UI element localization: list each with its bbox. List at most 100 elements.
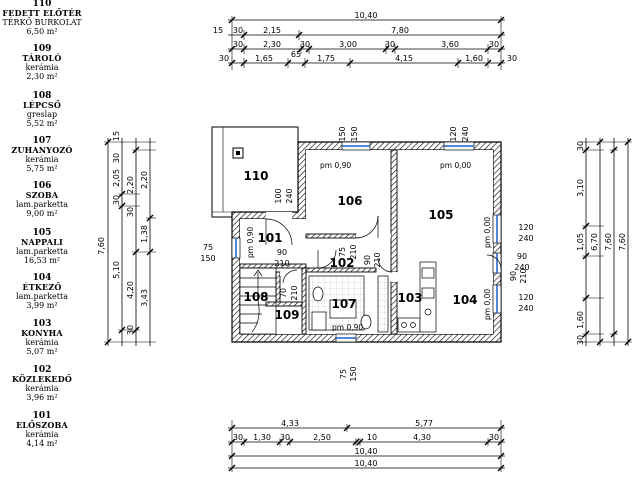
dim-left-30a: 30 bbox=[112, 195, 121, 205]
dim-left-1-38: 1,38 bbox=[140, 225, 149, 243]
legend-room-105: 105 NAPPALI lam.parketta 16,53 m² bbox=[16, 228, 68, 266]
dim-r2-a: 30 bbox=[233, 40, 243, 49]
dim-b2-g: 30 bbox=[489, 433, 499, 442]
dim-right-30b: 30 bbox=[576, 335, 585, 345]
east-door-h: 90 bbox=[517, 252, 527, 261]
dim-top-7-80: 7,80 bbox=[391, 26, 409, 35]
left-dimension-lines bbox=[104, 138, 156, 346]
dim-r3-d: 1,75 bbox=[317, 54, 335, 63]
dim-b2-c: 30 bbox=[280, 433, 290, 442]
door-109-h: 210 bbox=[290, 285, 299, 300]
entry-door-h: 240 bbox=[285, 188, 294, 203]
kitchen-fixtures bbox=[377, 261, 437, 333]
legend-room-109: 109 TÁROLÓ kerámia 2,30 m² bbox=[22, 44, 62, 82]
dim-left-30d: 30 bbox=[126, 207, 135, 217]
legend-room-108: 108 LÉPCSŐ greslap 5,52 m² bbox=[22, 91, 62, 129]
door-106-w: 90 bbox=[363, 255, 372, 265]
dim-left-3-43: 3,43 bbox=[140, 289, 149, 307]
legend-room-110: 110 FEDETT ELŐTÉR TÉRKŐ BURKOLAT 6,50 m² bbox=[2, 0, 82, 36]
dim-r2-c: 30 bbox=[300, 40, 310, 49]
opening-annotations: 150 150 120 240 120 240 90 240 120 240 7… bbox=[200, 126, 533, 381]
window-height-150: 150 bbox=[338, 126, 347, 141]
door-101-w: 90 bbox=[277, 248, 287, 257]
west-window-h: 75 bbox=[203, 243, 213, 252]
door-102-h: 210 bbox=[349, 244, 358, 259]
dim-right-7-60a: 7,60 bbox=[604, 233, 613, 251]
plan-room-108: 108 bbox=[243, 290, 268, 304]
dim-r2-b: 2,30 bbox=[263, 40, 281, 49]
dim-right-1-60: 1,60 bbox=[576, 311, 585, 329]
legend-room-107: 107 ZUHANYOZÓ kerámia 5,75 m² bbox=[11, 136, 73, 174]
legend-room-106: 106 SZOBA lam.parketta 9,00 m² bbox=[16, 181, 68, 219]
window-width-240: 240 bbox=[461, 126, 470, 141]
window-width-150: 150 bbox=[350, 126, 359, 141]
dim-b3-total: 10,40 bbox=[355, 447, 378, 456]
east-window-2-h: 120 bbox=[518, 293, 533, 302]
east-window-1-h: 120 bbox=[518, 223, 533, 232]
dim-r2-e: 30 bbox=[385, 40, 395, 49]
level-marks: pm 0,90 pm 0,00 pm 0,90 pm 0,00 pm 0,00 … bbox=[246, 161, 492, 332]
level-101-vertical: pm 0,90 bbox=[246, 227, 255, 258]
dim-right-7-60b: 7,60 bbox=[618, 233, 627, 251]
dim-bottom-4-33: 4,33 bbox=[281, 419, 299, 428]
plan-room-105: 105 bbox=[428, 208, 453, 222]
plan-room-103: 103 bbox=[397, 291, 422, 305]
east-window-2-w: 240 bbox=[518, 304, 533, 313]
top-dimension-lines bbox=[228, 16, 505, 70]
dim-left-5-10: 5,10 bbox=[112, 261, 121, 279]
dim-r3-f: 1,60 bbox=[465, 54, 483, 63]
door-109-w: 70 bbox=[279, 288, 288, 298]
plan-room-106: 106 bbox=[337, 194, 362, 208]
right-dimension-text: 3,10 1,05 1,60 30 30 6,70 7,60 7,60 bbox=[576, 141, 627, 345]
dim-right-30a: 30 bbox=[576, 141, 585, 151]
legend-room-102: 102 KÖZLEKEDŐ kerámia 3,96 m² bbox=[11, 365, 73, 403]
dim-r2-f: 3,60 bbox=[441, 40, 459, 49]
dim-b2-e: 10 bbox=[367, 433, 377, 442]
legend-room-104: 104 ÉTKEZŐ lam.parketta 3,99 m² bbox=[16, 273, 68, 311]
entry-door-w: 100 bbox=[274, 188, 283, 203]
door-105-w: 90 bbox=[509, 271, 518, 281]
left-dimension-text: 7,60 5,10 30 2,05 30 4,20 2,20 30 15 30 … bbox=[97, 131, 149, 335]
dim-b2-b: 1,30 bbox=[253, 433, 271, 442]
dim-r3-b: 1,65 bbox=[255, 54, 273, 63]
dim-r3-c: 65 bbox=[291, 50, 301, 59]
west-window-w: 150 bbox=[200, 254, 215, 263]
level-104-vertical: pm 0,00 bbox=[483, 289, 492, 320]
right-dimension-lines bbox=[580, 138, 632, 346]
plan-room-109: 109 bbox=[274, 308, 299, 322]
dim-r2-d: 3,00 bbox=[339, 40, 357, 49]
dim-top-total: 10,40 bbox=[355, 11, 378, 20]
level-105: pm 0,00 bbox=[440, 161, 471, 170]
plan-room-107: 107 bbox=[331, 297, 356, 311]
stairs bbox=[239, 267, 277, 335]
dim-left-15: 15 bbox=[112, 131, 121, 141]
top-dimension-text: 10,40 15 30 2,15 7,80 30 2,30 30 3,00 30… bbox=[213, 11, 517, 63]
room-numbers: 110 106 105 101 102 108 109 107 103 104 bbox=[243, 169, 477, 322]
level-106: pm 0,90 bbox=[320, 161, 351, 170]
dim-bottom-5-77: 5,77 bbox=[415, 419, 433, 428]
dim-left-4-20: 4,20 bbox=[126, 281, 135, 299]
dim-top-30: 30 bbox=[233, 26, 243, 35]
door-102-w: 75 bbox=[338, 247, 347, 257]
dim-r3-a: 30 bbox=[219, 54, 229, 63]
dim-right-6-70: 6,70 bbox=[590, 233, 599, 251]
dim-left-2-20b: 2,20 bbox=[140, 171, 149, 189]
dim-b2-f: 4,30 bbox=[413, 433, 431, 442]
south-window-w: 150 bbox=[349, 366, 358, 381]
level-107: pm 0,90 bbox=[332, 323, 363, 332]
dim-b4-total: 10,40 bbox=[355, 459, 378, 468]
east-door-w: 240 bbox=[514, 263, 529, 272]
plan-room-110: 110 bbox=[243, 169, 268, 183]
dim-left-30c: 30 bbox=[126, 325, 135, 335]
bottom-dimension-lines bbox=[228, 420, 505, 472]
dim-b2-a: 30 bbox=[233, 433, 243, 442]
dim-left-2-20: 2,20 bbox=[126, 176, 135, 194]
dim-r3-g: 30 bbox=[507, 54, 517, 63]
bottom-dimension-text: 4,33 5,77 30 1,30 30 2,50 10 4,30 30 10,… bbox=[233, 419, 499, 468]
bathroom-fixtures bbox=[308, 275, 372, 331]
doors bbox=[265, 212, 502, 284]
plan-room-102: 102 bbox=[329, 256, 354, 270]
door-106-h: 210 bbox=[373, 252, 382, 267]
dim-top-2-15: 2,15 bbox=[263, 26, 281, 35]
